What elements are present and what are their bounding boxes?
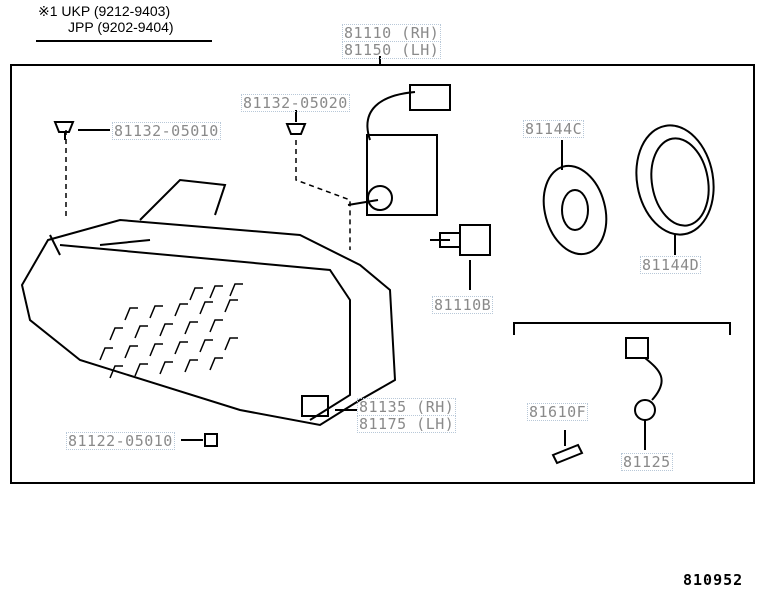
side-marker-group — [335, 322, 731, 465]
part-81144d[interactable]: 81144D — [640, 256, 702, 274]
part-81144c[interactable]: 81144C — [523, 120, 585, 138]
clips — [53, 110, 351, 447]
part-81132-05020[interactable]: 81132-05020 — [241, 94, 350, 112]
part-81610f[interactable]: 81610F — [527, 403, 589, 421]
part-81132-05010[interactable]: 81132-05010 — [112, 122, 221, 140]
part-81175-lh[interactable]: 81175 (LH) — [357, 415, 457, 433]
part-81135-rh[interactable]: 81135 (RH) — [357, 398, 457, 416]
note-line-2: JPP (9202-9404) — [68, 19, 174, 35]
note-line-1: UKP (9212-9403) — [61, 3, 171, 19]
bulb-81110b — [430, 224, 491, 290]
note-underline — [36, 40, 212, 42]
diagram-code: 810952 — [683, 571, 744, 589]
header-note: ※1 UKP (9212-9403) JPP (9202-9404) — [38, 3, 174, 35]
note-symbol: ※1 — [38, 3, 58, 19]
ring-81144d — [635, 124, 715, 255]
part-81122-05010[interactable]: 81122-05010 — [66, 432, 175, 450]
bulb-socket-81144c — [542, 140, 608, 256]
part-81110b[interactable]: 81110B — [432, 296, 494, 314]
part-81150-lh[interactable]: 81150 (LH) — [342, 41, 442, 59]
leveling-motor — [347, 84, 451, 216]
diagram-frame — [10, 64, 755, 484]
headlight-housing — [20, 178, 397, 427]
part-81125[interactable]: 81125 — [621, 453, 673, 471]
part-81110-rh[interactable]: 81110 (RH) — [342, 24, 442, 42]
